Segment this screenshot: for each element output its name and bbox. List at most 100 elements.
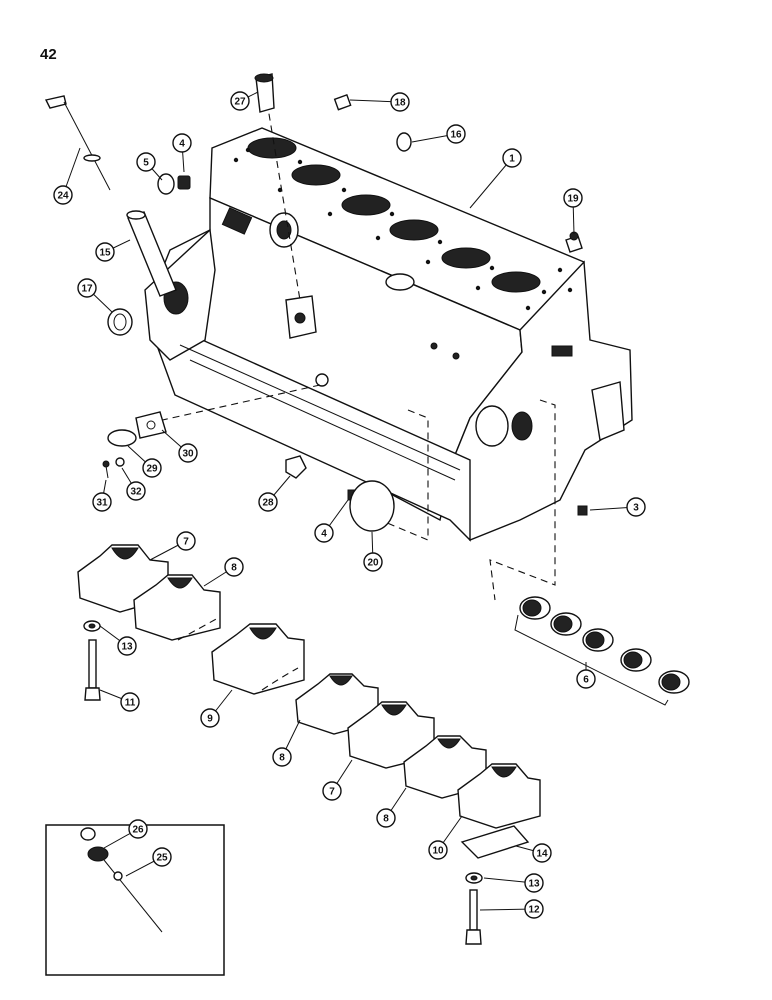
callout-8: 8 [376, 787, 407, 828]
bearing-cap-7-b [347, 701, 435, 769]
callout-number: 3 [633, 503, 639, 514]
callout-number: 1 [509, 154, 515, 165]
cover-29 [107, 429, 137, 447]
callout-circle [172, 133, 192, 153]
callout-number: 28 [262, 498, 274, 509]
callout-circle [200, 708, 220, 728]
cam-bushings-6 [514, 596, 690, 706]
callout-circle [446, 124, 466, 144]
callout-25: 25 [125, 847, 172, 877]
seal-17 [107, 308, 133, 336]
page-number: 42 [40, 46, 57, 63]
callout-13: 13 [99, 625, 137, 656]
callout-27: 27 [230, 91, 259, 111]
callout-circle [95, 242, 115, 262]
callout-number: 16 [450, 130, 462, 141]
callout-4: 4 [314, 499, 349, 543]
callout-13: 13 [483, 873, 544, 893]
leader-line [469, 157, 513, 209]
plug-16 [396, 132, 412, 152]
fitting-19 [565, 231, 583, 253]
callout-31: 31 [92, 479, 112, 512]
callout-number: 12 [528, 905, 540, 916]
callout-number: 26 [132, 825, 144, 836]
washer-13-b [465, 872, 483, 884]
callout-number: 30 [182, 449, 194, 460]
adapter-27 [254, 73, 275, 113]
callout-28: 28 [258, 475, 291, 512]
bearing-cap-10 [457, 763, 541, 829]
callout-30: 30 [161, 429, 198, 463]
plug-3 [577, 505, 588, 516]
thrust-washer [261, 667, 299, 691]
callout-circle [142, 458, 162, 478]
callout-14: 14 [515, 843, 552, 863]
callout-circle [230, 91, 250, 111]
leader-dashed [489, 399, 556, 601]
callout-1: 1 [469, 148, 522, 209]
callout-circle [53, 185, 73, 205]
callout-number: 8 [231, 563, 237, 574]
callout-number: 7 [183, 537, 189, 548]
callout-number: 7 [329, 787, 335, 798]
callout-8: 8 [203, 557, 244, 587]
callout-number: 18 [394, 98, 406, 109]
callout-11: 11 [99, 689, 140, 712]
leader-dashed [379, 409, 429, 541]
callout-circle [176, 531, 196, 551]
callout-number: 15 [99, 248, 111, 259]
plug-4 [177, 175, 191, 190]
callout-15: 15 [95, 239, 131, 262]
callout-10: 10 [428, 815, 463, 860]
callout-number: 5 [143, 158, 149, 169]
bearing-cap-8-b [295, 673, 379, 735]
callout-number: 27 [234, 97, 246, 108]
callout-number: 10 [432, 846, 444, 857]
callout-number: 19 [567, 194, 579, 205]
callout-circle [363, 552, 383, 572]
callout-number: 25 [156, 853, 168, 864]
callout-circle [322, 781, 342, 801]
callout-circle [117, 636, 137, 656]
callout-number: 9 [207, 714, 213, 725]
callout-19: 19 [563, 188, 583, 235]
callout-circle [136, 152, 156, 172]
callout-32: 32 [121, 467, 146, 501]
callout-17: 17 [77, 278, 113, 313]
washer-32 [115, 457, 125, 467]
callout-circle [390, 92, 410, 112]
bearing-cap-9 [211, 623, 305, 695]
callout-circle [224, 557, 244, 577]
plate-14 [460, 825, 530, 859]
callout-29: 29 [127, 445, 162, 478]
callout-circle [524, 873, 544, 893]
thrust-washer [177, 617, 219, 641]
callout-circle [502, 148, 522, 168]
callout-circle [524, 899, 544, 919]
callout-number: 29 [146, 464, 158, 475]
callout-circle [258, 492, 278, 512]
callout-circle [128, 819, 148, 839]
plug-18 [333, 94, 352, 111]
callout-3: 3 [589, 497, 646, 517]
callout-circle [563, 188, 583, 208]
inset-alternate-dipstick [45, 824, 225, 976]
dipstick-24 [44, 95, 111, 191]
callout-7: 7 [149, 531, 196, 561]
callout-number: 13 [528, 879, 540, 890]
callout-number: 24 [57, 191, 69, 202]
callout-26: 26 [103, 819, 148, 849]
callout-circle [120, 692, 140, 712]
callout-number: 4 [179, 139, 185, 150]
callout-circle [626, 497, 646, 517]
callout-number: 14 [536, 849, 548, 860]
callout-number: 8 [279, 753, 285, 764]
dipstick-tube-15 [126, 210, 177, 297]
callout-9: 9 [200, 689, 233, 728]
callout-24: 24 [53, 147, 81, 205]
callout-18: 18 [349, 92, 410, 112]
callout-circle [126, 481, 146, 501]
callout-circle [428, 840, 448, 860]
callout-circle [314, 523, 334, 543]
